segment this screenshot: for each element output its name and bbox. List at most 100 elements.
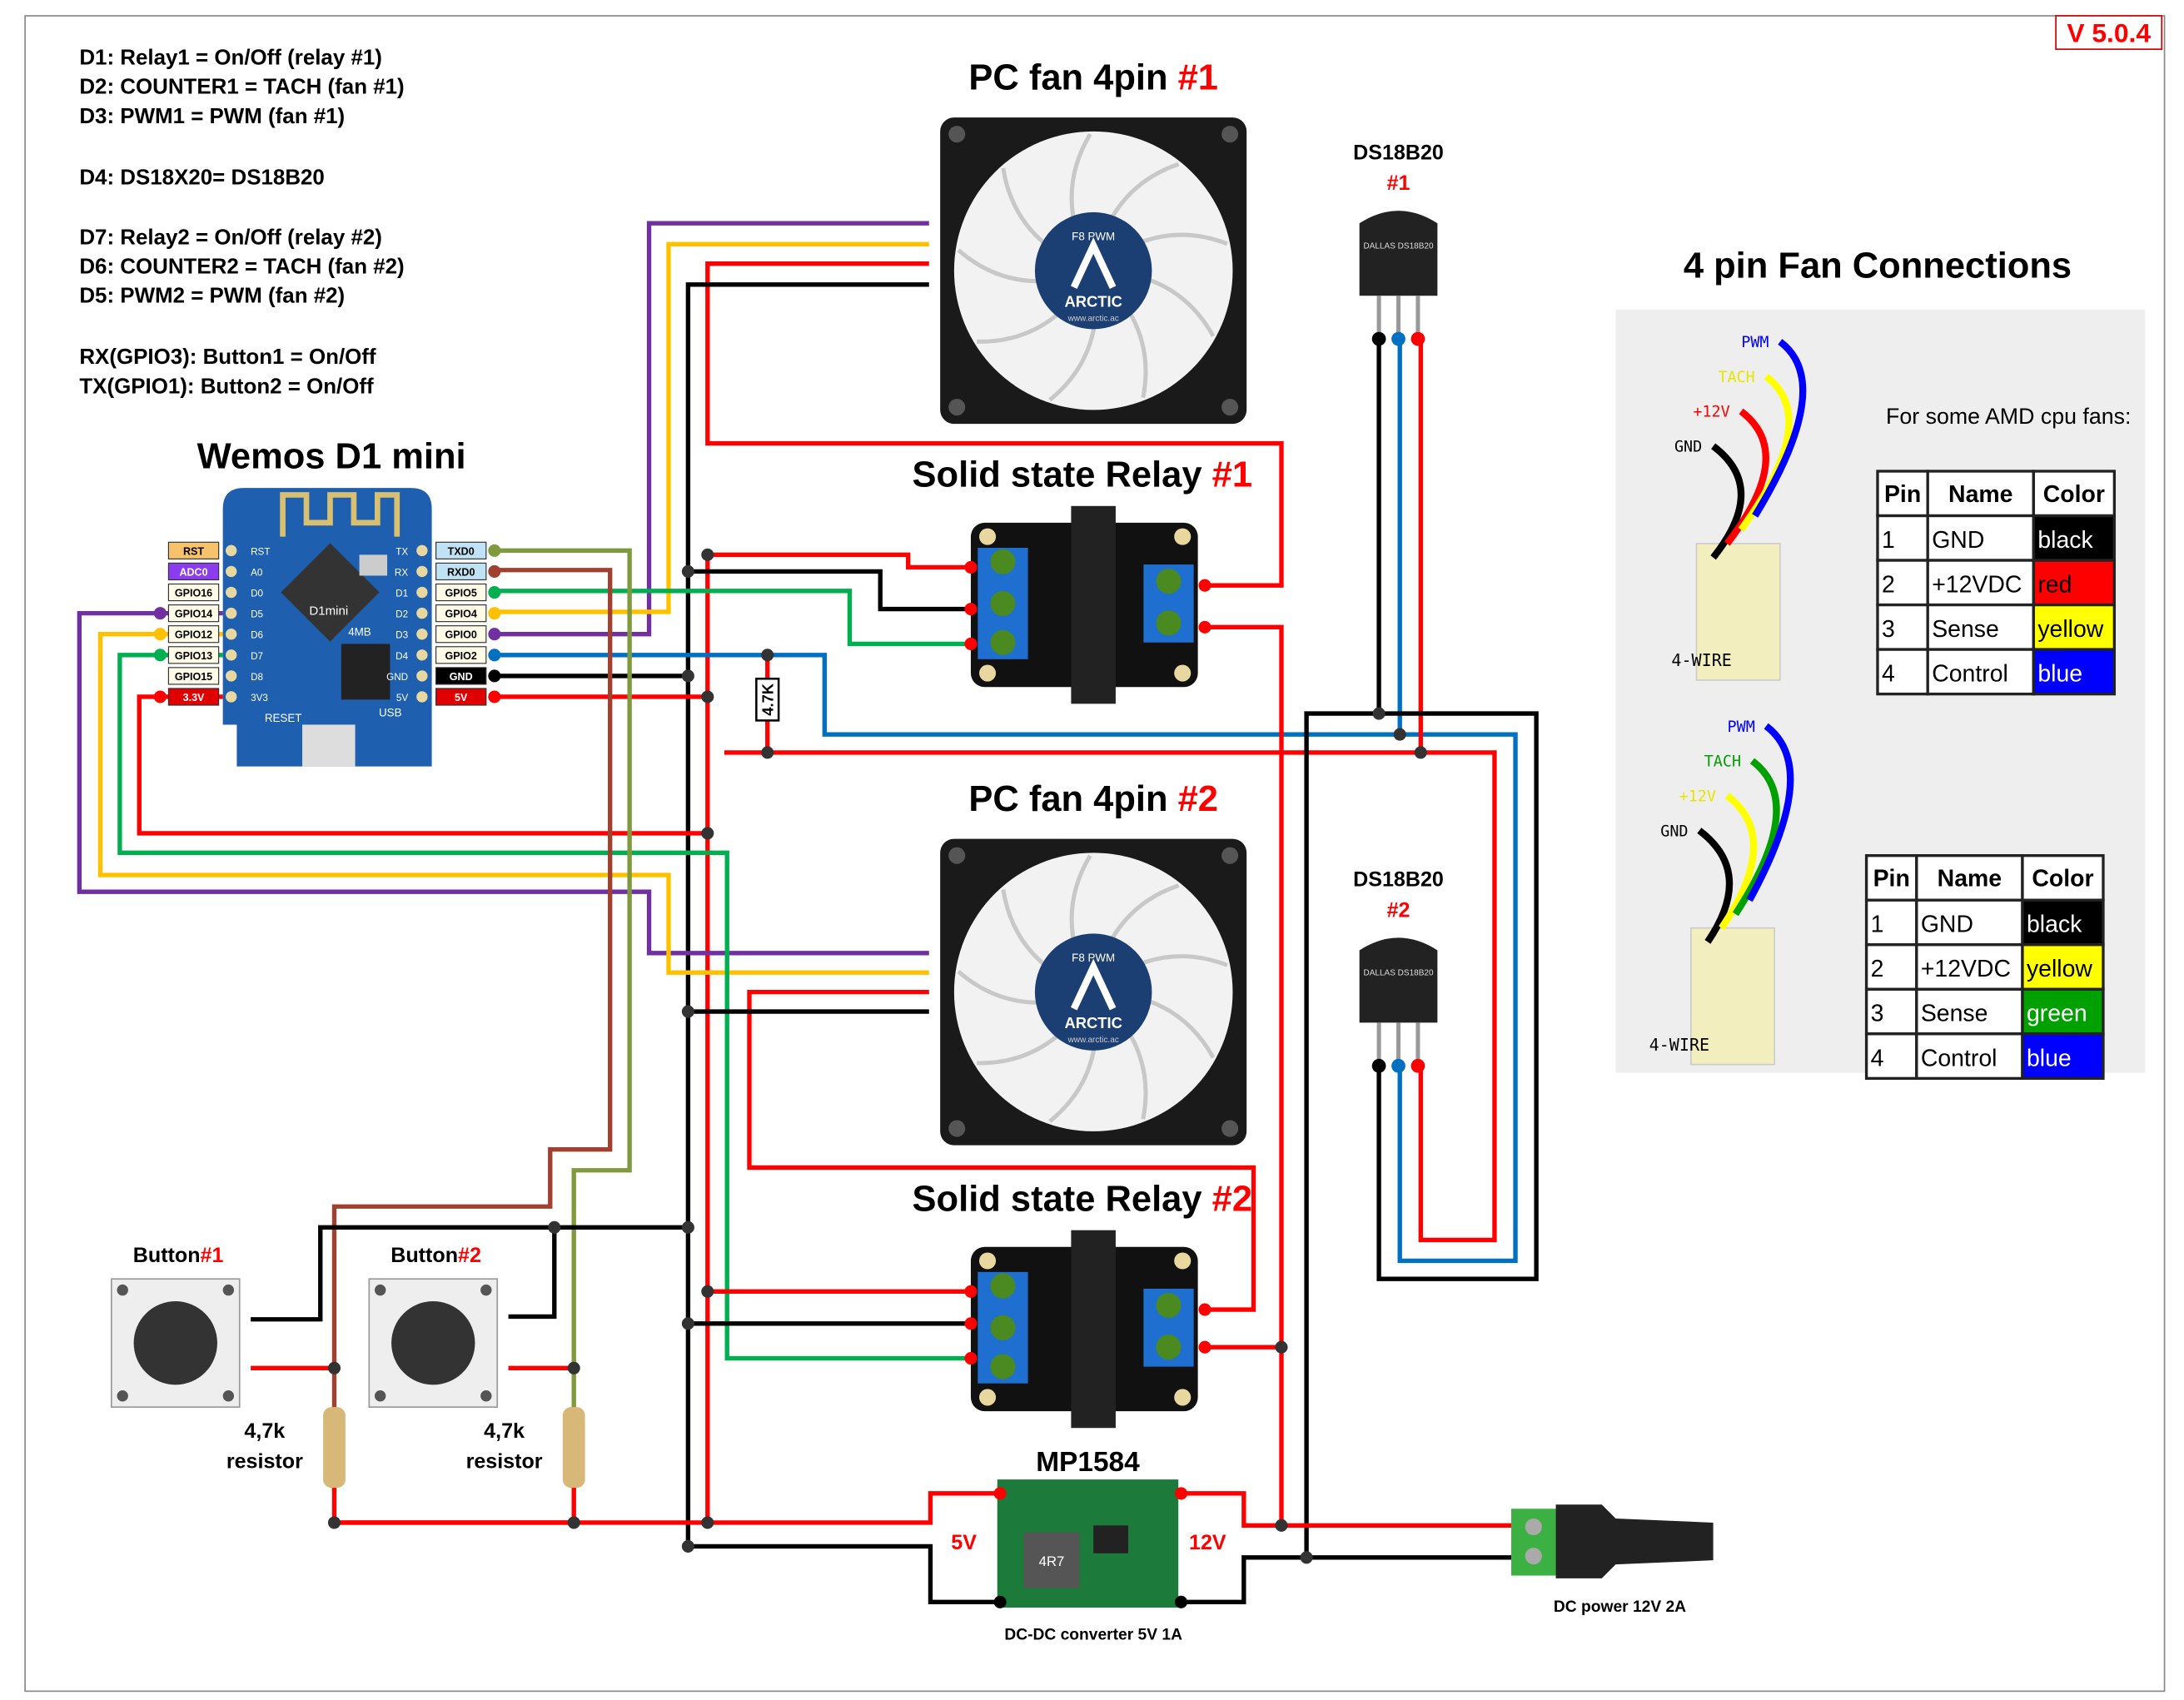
relay-pin xyxy=(1198,579,1211,592)
color-swatch xyxy=(2032,648,2117,696)
terminal-screw xyxy=(990,590,1016,616)
arctic-logo-icon xyxy=(1070,958,1117,1011)
pin-label-text: RST xyxy=(183,545,204,557)
converter-caption: DC-DC converter 5V 1A xyxy=(1004,1626,1182,1643)
junction-dot xyxy=(761,649,774,662)
pin-label-rst xyxy=(167,541,220,559)
wire-count-label: 4-WIRE xyxy=(1671,650,1731,670)
relay-number: #1 xyxy=(1212,455,1252,495)
sensor-title: DS18B20 xyxy=(1353,867,1444,891)
minus-screw-icon xyxy=(1525,1548,1542,1565)
wire-count-label: 4-WIRE xyxy=(1649,1035,1709,1055)
fan-screw-hole xyxy=(948,847,966,864)
fan-hub xyxy=(1034,211,1152,330)
junction-dot xyxy=(701,690,714,703)
table-cell-text: blue xyxy=(2037,661,2082,688)
note-line: D6: COUNTER2 = TACH (fan #2) xyxy=(79,255,404,278)
pin-label-adc0 xyxy=(167,562,220,581)
silk-label: RX xyxy=(395,567,408,578)
table-cell-text: red xyxy=(2037,572,2072,599)
table-cell xyxy=(1864,943,1918,991)
table-cell-text: GND xyxy=(1921,912,1973,938)
wire-12v-in xyxy=(1181,1491,1512,1528)
table-cell-text: +12VDC xyxy=(1932,572,2022,599)
wire-end xyxy=(488,628,501,641)
resistor-label: resistor xyxy=(466,1450,543,1474)
pin-pad xyxy=(225,565,237,578)
pin-pad xyxy=(416,670,428,682)
silk-label: TX xyxy=(396,546,408,557)
button-corner xyxy=(117,1284,128,1296)
color-swatch xyxy=(2021,898,2105,947)
color-swatch xyxy=(2032,603,2117,651)
table-cell-text: blue xyxy=(2027,1045,2072,1071)
pin-label-rxd0 xyxy=(435,562,487,581)
inductor-label: 4R7 xyxy=(1039,1553,1065,1569)
relay-title-text: Solid state Relay xyxy=(913,455,1212,495)
pullup-resistor xyxy=(755,677,780,722)
terminal-screw xyxy=(990,629,1016,655)
pin-label-gpio14 xyxy=(167,604,220,623)
wire-onewire-data xyxy=(494,653,1518,1264)
wires xyxy=(77,221,1539,1605)
fan-url: www.arctic.ac xyxy=(1067,1036,1119,1045)
mount-hole xyxy=(979,1252,997,1270)
pin-pad xyxy=(416,586,428,599)
wire-label: GND xyxy=(1660,823,1688,840)
fan-wire xyxy=(1752,339,1807,518)
silk-label: A0 xyxy=(251,567,263,578)
wire-label: +12V xyxy=(1679,788,1716,805)
pin-label-gpio0 xyxy=(435,625,487,644)
table-cell-text: 2 xyxy=(1871,956,1884,982)
version-text: V 5.0.4 xyxy=(2067,18,2151,48)
fan-brand: ARCTIC xyxy=(1064,1014,1122,1031)
junction-dot xyxy=(701,1285,714,1298)
table-cell-text: GND xyxy=(1932,527,1984,554)
resistor-value: 4,7k xyxy=(244,1419,285,1443)
connector-housing xyxy=(1689,927,1776,1066)
wire-12v-bus xyxy=(1204,624,1284,1526)
pin-label-gpio5 xyxy=(435,583,487,602)
pin-label-5v xyxy=(435,688,487,706)
button-corner xyxy=(222,1390,235,1402)
flash-label: 4MB xyxy=(348,625,371,638)
wire-button2-gnd xyxy=(508,1227,557,1320)
table-header-cell xyxy=(2021,854,2105,902)
button-cap xyxy=(133,1300,217,1385)
fan-title: PC fan 4pin #1 xyxy=(968,58,1218,98)
pin-label-text: 3.3V xyxy=(183,692,205,703)
wire-5v-out xyxy=(707,1491,1001,1525)
connector-housing xyxy=(1695,543,1781,681)
terminal-screw xyxy=(990,1354,1016,1379)
relay-module xyxy=(1071,505,1116,704)
board-label: D1mini xyxy=(309,604,348,618)
pin-pad xyxy=(225,607,237,619)
silk-label: D5 xyxy=(251,609,263,620)
fan-number: #1 xyxy=(1178,58,1218,98)
table-cell xyxy=(1915,898,2024,947)
wire-end xyxy=(488,649,501,662)
wire-label: PWM xyxy=(1728,718,1755,736)
silk-label: D8 xyxy=(251,672,263,683)
resistor-value: 4,7k xyxy=(484,1419,525,1443)
table-header-cell xyxy=(1876,470,1929,518)
wire-ds-vcc xyxy=(724,750,1497,1243)
button-title: Button#2 xyxy=(391,1244,481,1267)
table-cell-text: 3 xyxy=(1871,1001,1884,1027)
pin-label-text: GPIO15 xyxy=(175,671,212,683)
flash-chip xyxy=(341,644,391,700)
junction-dot xyxy=(567,1516,580,1529)
converter-pin xyxy=(993,1595,1007,1608)
table-cell-text: Sense xyxy=(1932,616,1999,643)
push-button-2[interactable]: Button#2 4,7k resistor xyxy=(368,1244,585,1489)
table-cell-text: 2 xyxy=(1882,572,1895,599)
relay-title-text: Solid state Relay xyxy=(913,1179,1212,1219)
